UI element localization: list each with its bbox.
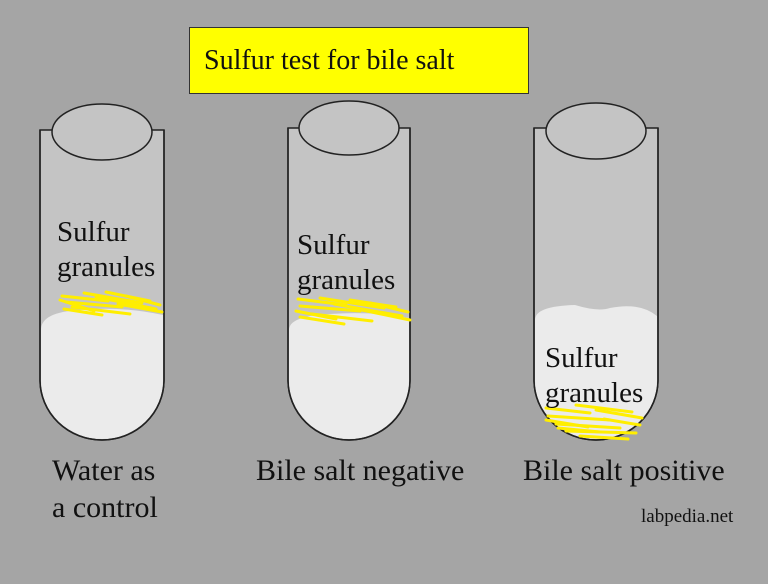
- caption-line: Bile salt negative: [256, 454, 465, 487]
- caption-line: Bile salt positive: [523, 454, 725, 487]
- test-tube-control: [39, 103, 165, 441]
- granule-label-control: Sulfur granules: [57, 215, 155, 285]
- granule-label-line: Sulfur: [297, 229, 370, 261]
- title-box: Sulfur test for bile salt: [189, 27, 529, 94]
- sulfur-granules-positive: [544, 403, 644, 441]
- watermark: labpedia.net: [641, 506, 734, 527]
- caption-negative: Bile salt negative: [256, 452, 464, 489]
- granule-label-line: granules: [297, 264, 396, 296]
- caption-control: Water as a control: [52, 452, 158, 526]
- caption-line: a control: [52, 491, 158, 524]
- granule-label-positive: Sulfur granules: [545, 341, 643, 411]
- caption-line: Water as: [52, 454, 156, 487]
- granule-label-line: Sulfur: [545, 342, 618, 374]
- granule-label-line: granules: [545, 377, 644, 409]
- test-tube-negative: [287, 100, 412, 441]
- test-tube-positive: [533, 102, 659, 441]
- sulfur-granules-control: [58, 290, 164, 317]
- granule-label-negative: Sulfur granules: [297, 228, 395, 298]
- caption-positive: Bile salt positive: [523, 452, 725, 489]
- granule-label-line: granules: [57, 251, 156, 283]
- sulfur-granules-negative: [294, 296, 412, 326]
- granule-label-line: Sulfur: [57, 216, 130, 248]
- diagram-title: Sulfur test for bile salt: [204, 44, 455, 76]
